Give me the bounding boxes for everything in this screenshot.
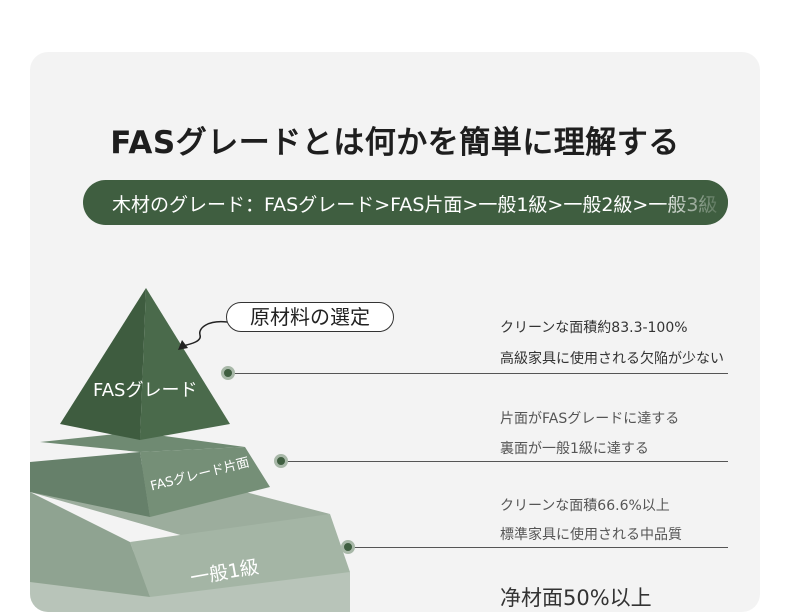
tier1-line2: 高級家具に使用される欠陥が少ない (500, 351, 724, 367)
tier1-marker-dot (221, 366, 235, 380)
content-card: FASグレードとは何かを簡単に理解する 木材のグレード：FASグレード>FAS片… (30, 52, 760, 612)
tier-2-side (30, 452, 150, 517)
callout-arrow (181, 320, 228, 347)
tier-3-front (130, 514, 350, 597)
tier2-line1: 片面がFASグレードに達する (500, 411, 680, 427)
tier-3-side (30, 492, 150, 597)
tier-2-top (40, 432, 245, 452)
grade-banner: 木材のグレード：FASグレード>FAS片面>一般1級>一般2級>一般3級 (83, 180, 728, 225)
tier3-marker-dot (341, 540, 355, 554)
tier3-line1: クリーンな面積66.6%以上 (500, 498, 670, 514)
tier-label-fas: FASグレード (93, 380, 198, 401)
tier1-leader-line (228, 373, 728, 374)
banner-text: 木材のグレード：FASグレード>FAS片面>一般1級>一般2級>一般3級 (112, 194, 718, 216)
banner-fade (658, 180, 728, 225)
tier-2-front (140, 447, 270, 517)
tier2-marker-dot (274, 454, 288, 468)
arrow-head (178, 340, 188, 350)
tier-1-right (140, 288, 230, 440)
tier-1-left (60, 288, 146, 440)
tier2-leader-line (280, 461, 728, 462)
tier1-line1: クリーンな面積約83.3-100% (500, 320, 688, 336)
next-tier-partial-text: 净材面50%以上 (500, 586, 652, 610)
tier2-line2: 裏面が一般1級に達する (500, 441, 649, 457)
page-title: FASグレードとは何かを簡単に理解する (110, 125, 680, 161)
raw-material-callout: 原材料の選定 (226, 302, 394, 332)
tier3-line2: 標準家具に使用される中品質 (500, 527, 682, 543)
tier3-leader-line (347, 547, 728, 548)
grade-pyramid (30, 288, 350, 612)
